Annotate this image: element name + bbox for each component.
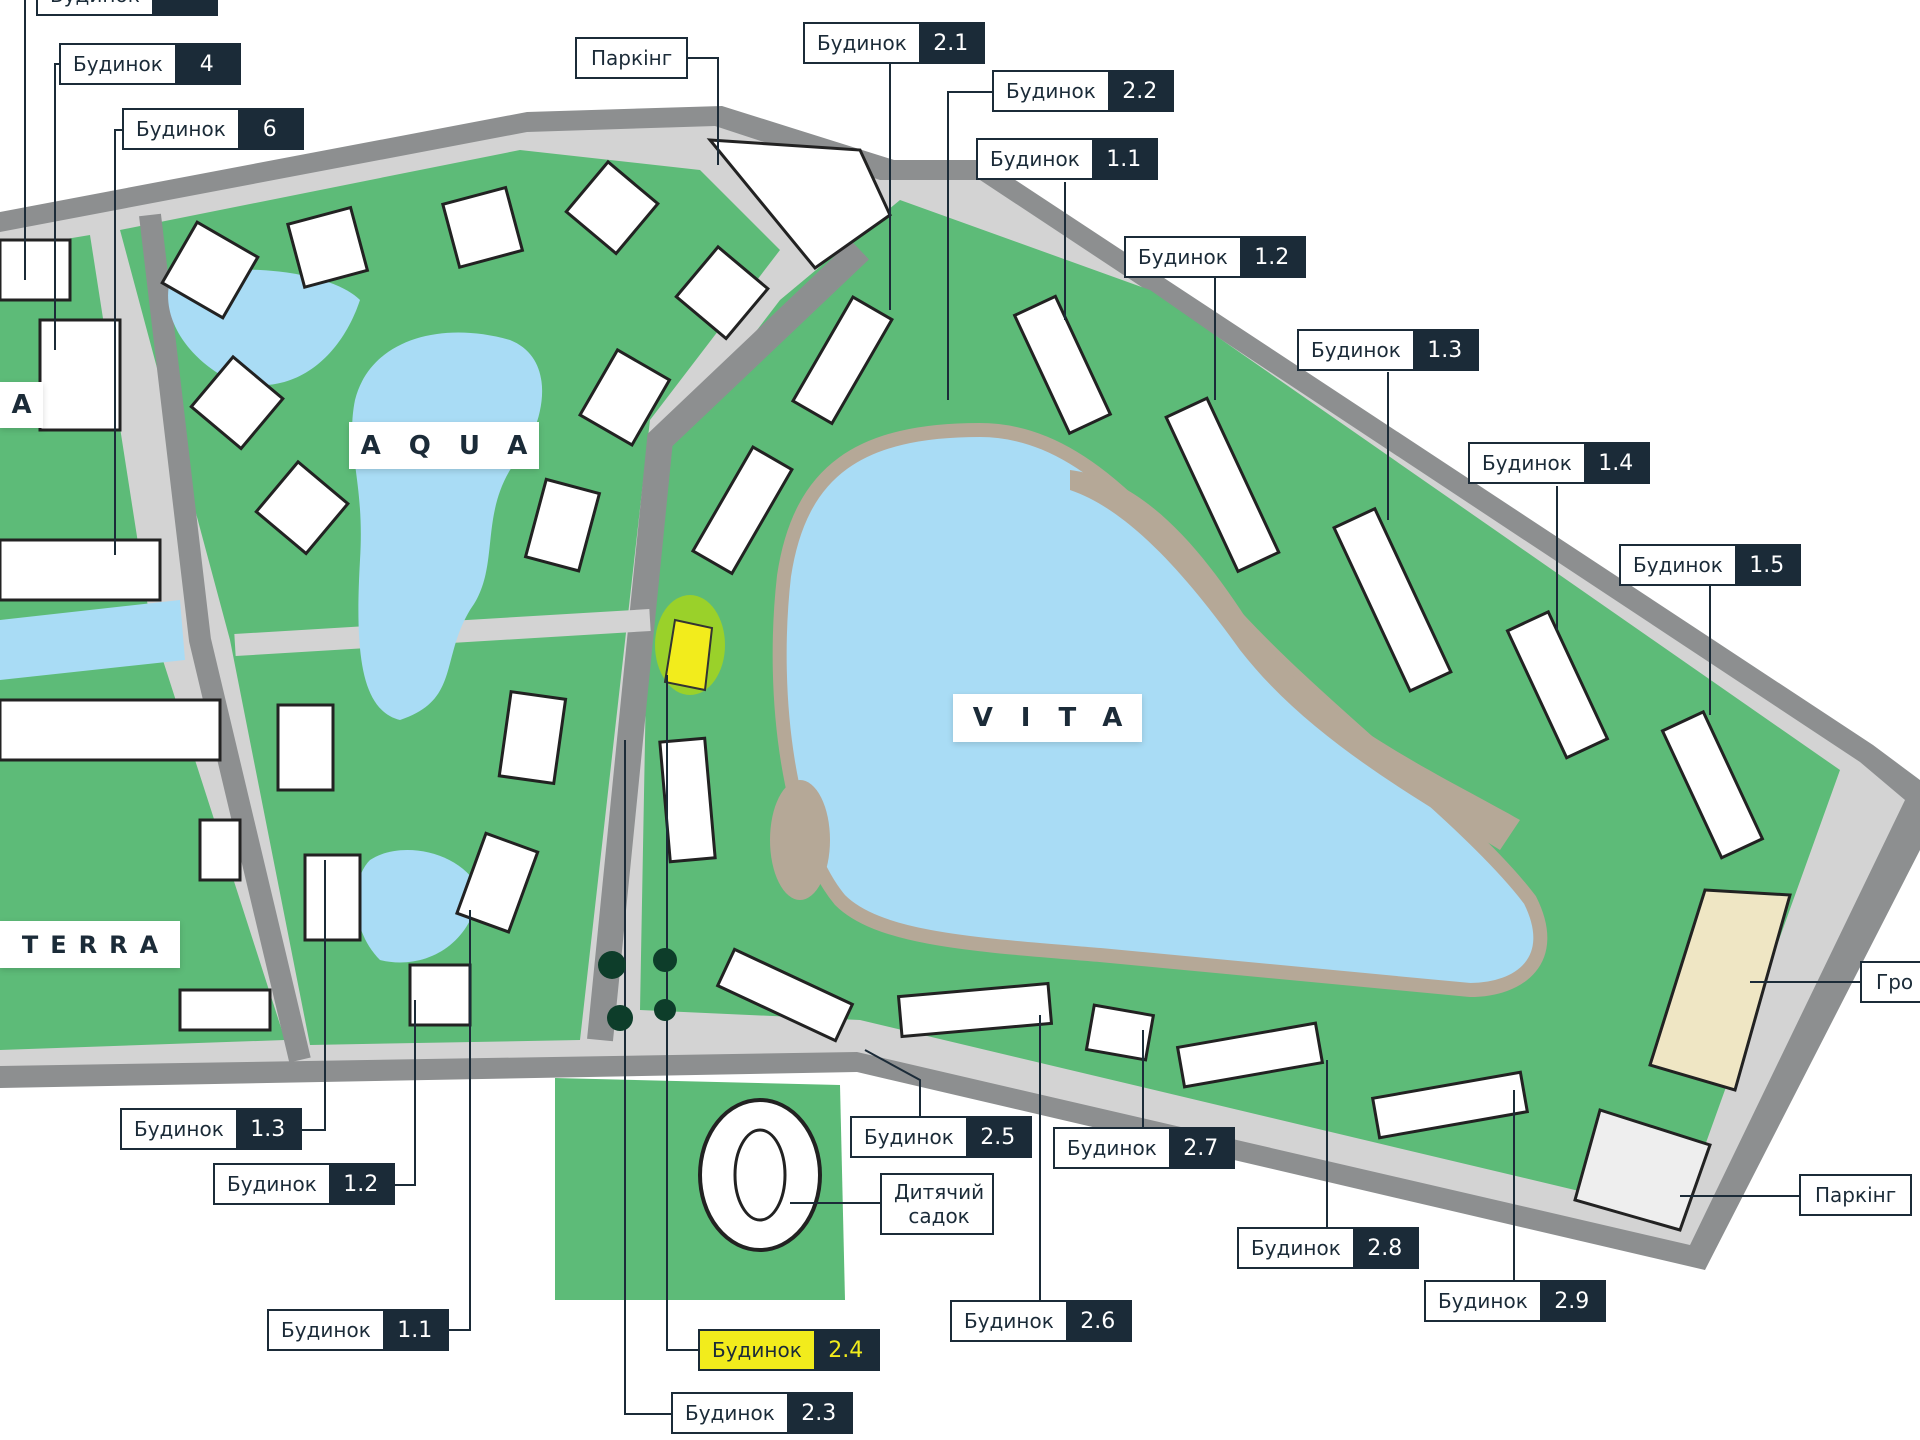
label-building-2-3[interactable]: Будинок 2.3 <box>671 1392 853 1434</box>
kindergarten-courtyard <box>733 1128 787 1222</box>
label-number: 1.1 <box>382 1311 447 1349</box>
label-building-2-1[interactable]: Будинок 2.1 <box>803 22 985 64</box>
label-text: Будинок <box>864 1125 954 1149</box>
label-commercial-cut[interactable]: Гро <box>1860 961 1920 1003</box>
label-number: 2.8 <box>1352 1229 1417 1267</box>
label-text: Будинок <box>136 117 226 141</box>
buildings <box>0 159 1765 1140</box>
label-number: 4 <box>174 45 239 83</box>
label-number: 1.3 <box>235 1110 300 1148</box>
label-building-1-4[interactable]: Будинок 1.4 <box>1468 442 1650 484</box>
label-text: Будинок <box>1251 1236 1341 1260</box>
label-number: 1.4 <box>1583 444 1648 482</box>
label-text: Будинок <box>281 1318 371 1342</box>
sand-beach <box>770 780 830 900</box>
label-text: Будинок <box>73 52 163 76</box>
label-text: Будинок <box>1438 1289 1528 1313</box>
label-text: Дитячий садок <box>894 1180 985 1228</box>
label-number: 2.4 <box>813 1331 878 1369</box>
label-text: Будинок <box>1006 79 1096 103</box>
label-text: Будинок <box>1311 338 1401 362</box>
label-number: 2.3 <box>786 1394 851 1432</box>
label-building-1-1-left[interactable]: Будинок 1.1 <box>267 1309 449 1351</box>
label-building-4[interactable]: Будинок 4 <box>59 43 241 85</box>
label-number: 2.1 <box>918 24 983 62</box>
label-number: 1.2 <box>328 1165 393 1203</box>
label-number: 2.5 <box>965 1118 1030 1156</box>
label-parking-right[interactable]: Паркінг <box>1799 1174 1913 1216</box>
label-text: Будинок <box>38 0 152 14</box>
zone-label-terra: TERRA <box>0 921 180 968</box>
label-text: Будинок <box>1067 1136 1157 1160</box>
label-building-2-9[interactable]: Будинок 2.9 <box>1424 1280 1606 1322</box>
building-2-4[interactable] <box>663 618 714 692</box>
label-building-2-2[interactable]: Будинок 2.2 <box>992 70 1174 112</box>
label-number: 1.5 <box>1734 546 1799 584</box>
sand-strip <box>1070 470 1520 850</box>
label-text: Паркінг <box>591 46 673 70</box>
label-building-1-3-right[interactable]: Будинок 1.3 <box>1297 329 1479 371</box>
label-text: Будинок <box>1482 451 1572 475</box>
label-building-1-2-right[interactable]: Будинок 1.2 <box>1124 236 1306 278</box>
label-text: Будинок <box>964 1309 1054 1333</box>
label-building-2-6[interactable]: Будинок 2.6 <box>950 1300 1132 1342</box>
road-aqua-vita <box>587 240 869 1042</box>
label-building-2-5[interactable]: Будинок 2.5 <box>850 1116 1032 1158</box>
label-number: 2.7 <box>1168 1129 1233 1167</box>
zone-label-cut: A <box>0 382 43 428</box>
label-text: Будинок <box>685 1401 775 1425</box>
tree-icons <box>598 948 677 1031</box>
label-number: 2.2 <box>1107 72 1172 110</box>
label-number: 1.2 <box>1239 238 1304 276</box>
label-number: 1.3 <box>1412 331 1477 369</box>
road-terra-aqua <box>139 213 311 1063</box>
label-building-top-cut[interactable]: Будинок <box>36 0 218 16</box>
label-building-1-2-left[interactable]: Будинок 1.2 <box>213 1163 395 1205</box>
label-building-2-7[interactable]: Будинок 2.7 <box>1053 1127 1235 1169</box>
vita-lake <box>772 422 1548 998</box>
label-building-1-3-left[interactable]: Будинок 1.3 <box>120 1108 302 1150</box>
zone-label-vita: VITA <box>953 694 1142 742</box>
label-text: Будинок <box>134 1117 224 1141</box>
label-building-1-5[interactable]: Будинок 1.5 <box>1619 544 1801 586</box>
label-building-6[interactable]: Будинок 6 <box>122 108 304 150</box>
label-text: Паркінг <box>1815 1183 1897 1207</box>
parking-building-right <box>1573 1108 1712 1232</box>
label-kindergarten[interactable]: Дитячий садок <box>880 1173 994 1235</box>
aqua-lower-pond <box>356 850 480 963</box>
label-parking-top[interactable]: Паркінг <box>575 37 689 79</box>
label-text: Будинок <box>700 1331 814 1369</box>
label-text: Будинок <box>1138 245 1228 269</box>
label-number: 1.1 <box>1091 140 1156 178</box>
label-text: Гро <box>1876 970 1914 994</box>
label-number: 2.6 <box>1065 1302 1130 1340</box>
label-text: Будинок <box>227 1172 317 1196</box>
label-number: 6 <box>237 110 302 148</box>
commercial-building <box>1648 888 1792 1092</box>
label-text: Будинок <box>1633 553 1723 577</box>
label-number <box>151 0 216 14</box>
label-text: Будинок <box>817 31 907 55</box>
label-building-1-1-right[interactable]: Будинок 1.1 <box>976 138 1158 180</box>
terra-canal <box>0 600 185 680</box>
label-text: Будинок <box>990 147 1080 171</box>
label-number: 2.9 <box>1539 1282 1604 1320</box>
zone-label-aqua: AQUA <box>349 422 539 469</box>
label-building-2-8[interactable]: Будинок 2.8 <box>1237 1227 1419 1269</box>
